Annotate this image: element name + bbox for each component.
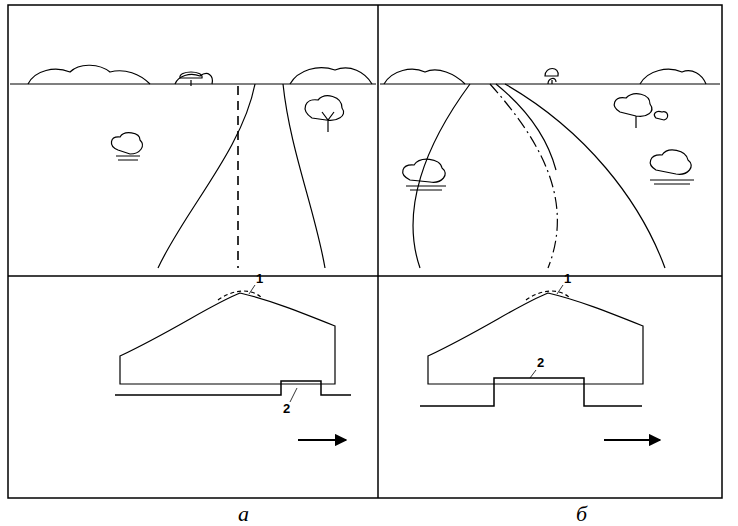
subfigure-label: а xyxy=(238,503,249,525)
frame xyxy=(8,5,722,498)
subfigure-label: б xyxy=(576,503,587,525)
callout-number: 1 xyxy=(256,272,263,285)
callout-number: 1 xyxy=(564,272,571,285)
straight-road-view xyxy=(10,65,376,268)
callout-number: 2 xyxy=(283,402,290,415)
curved-road-view xyxy=(380,69,720,269)
callout-number: 2 xyxy=(537,356,544,369)
profile-a xyxy=(115,285,351,440)
profile-b xyxy=(420,285,660,440)
